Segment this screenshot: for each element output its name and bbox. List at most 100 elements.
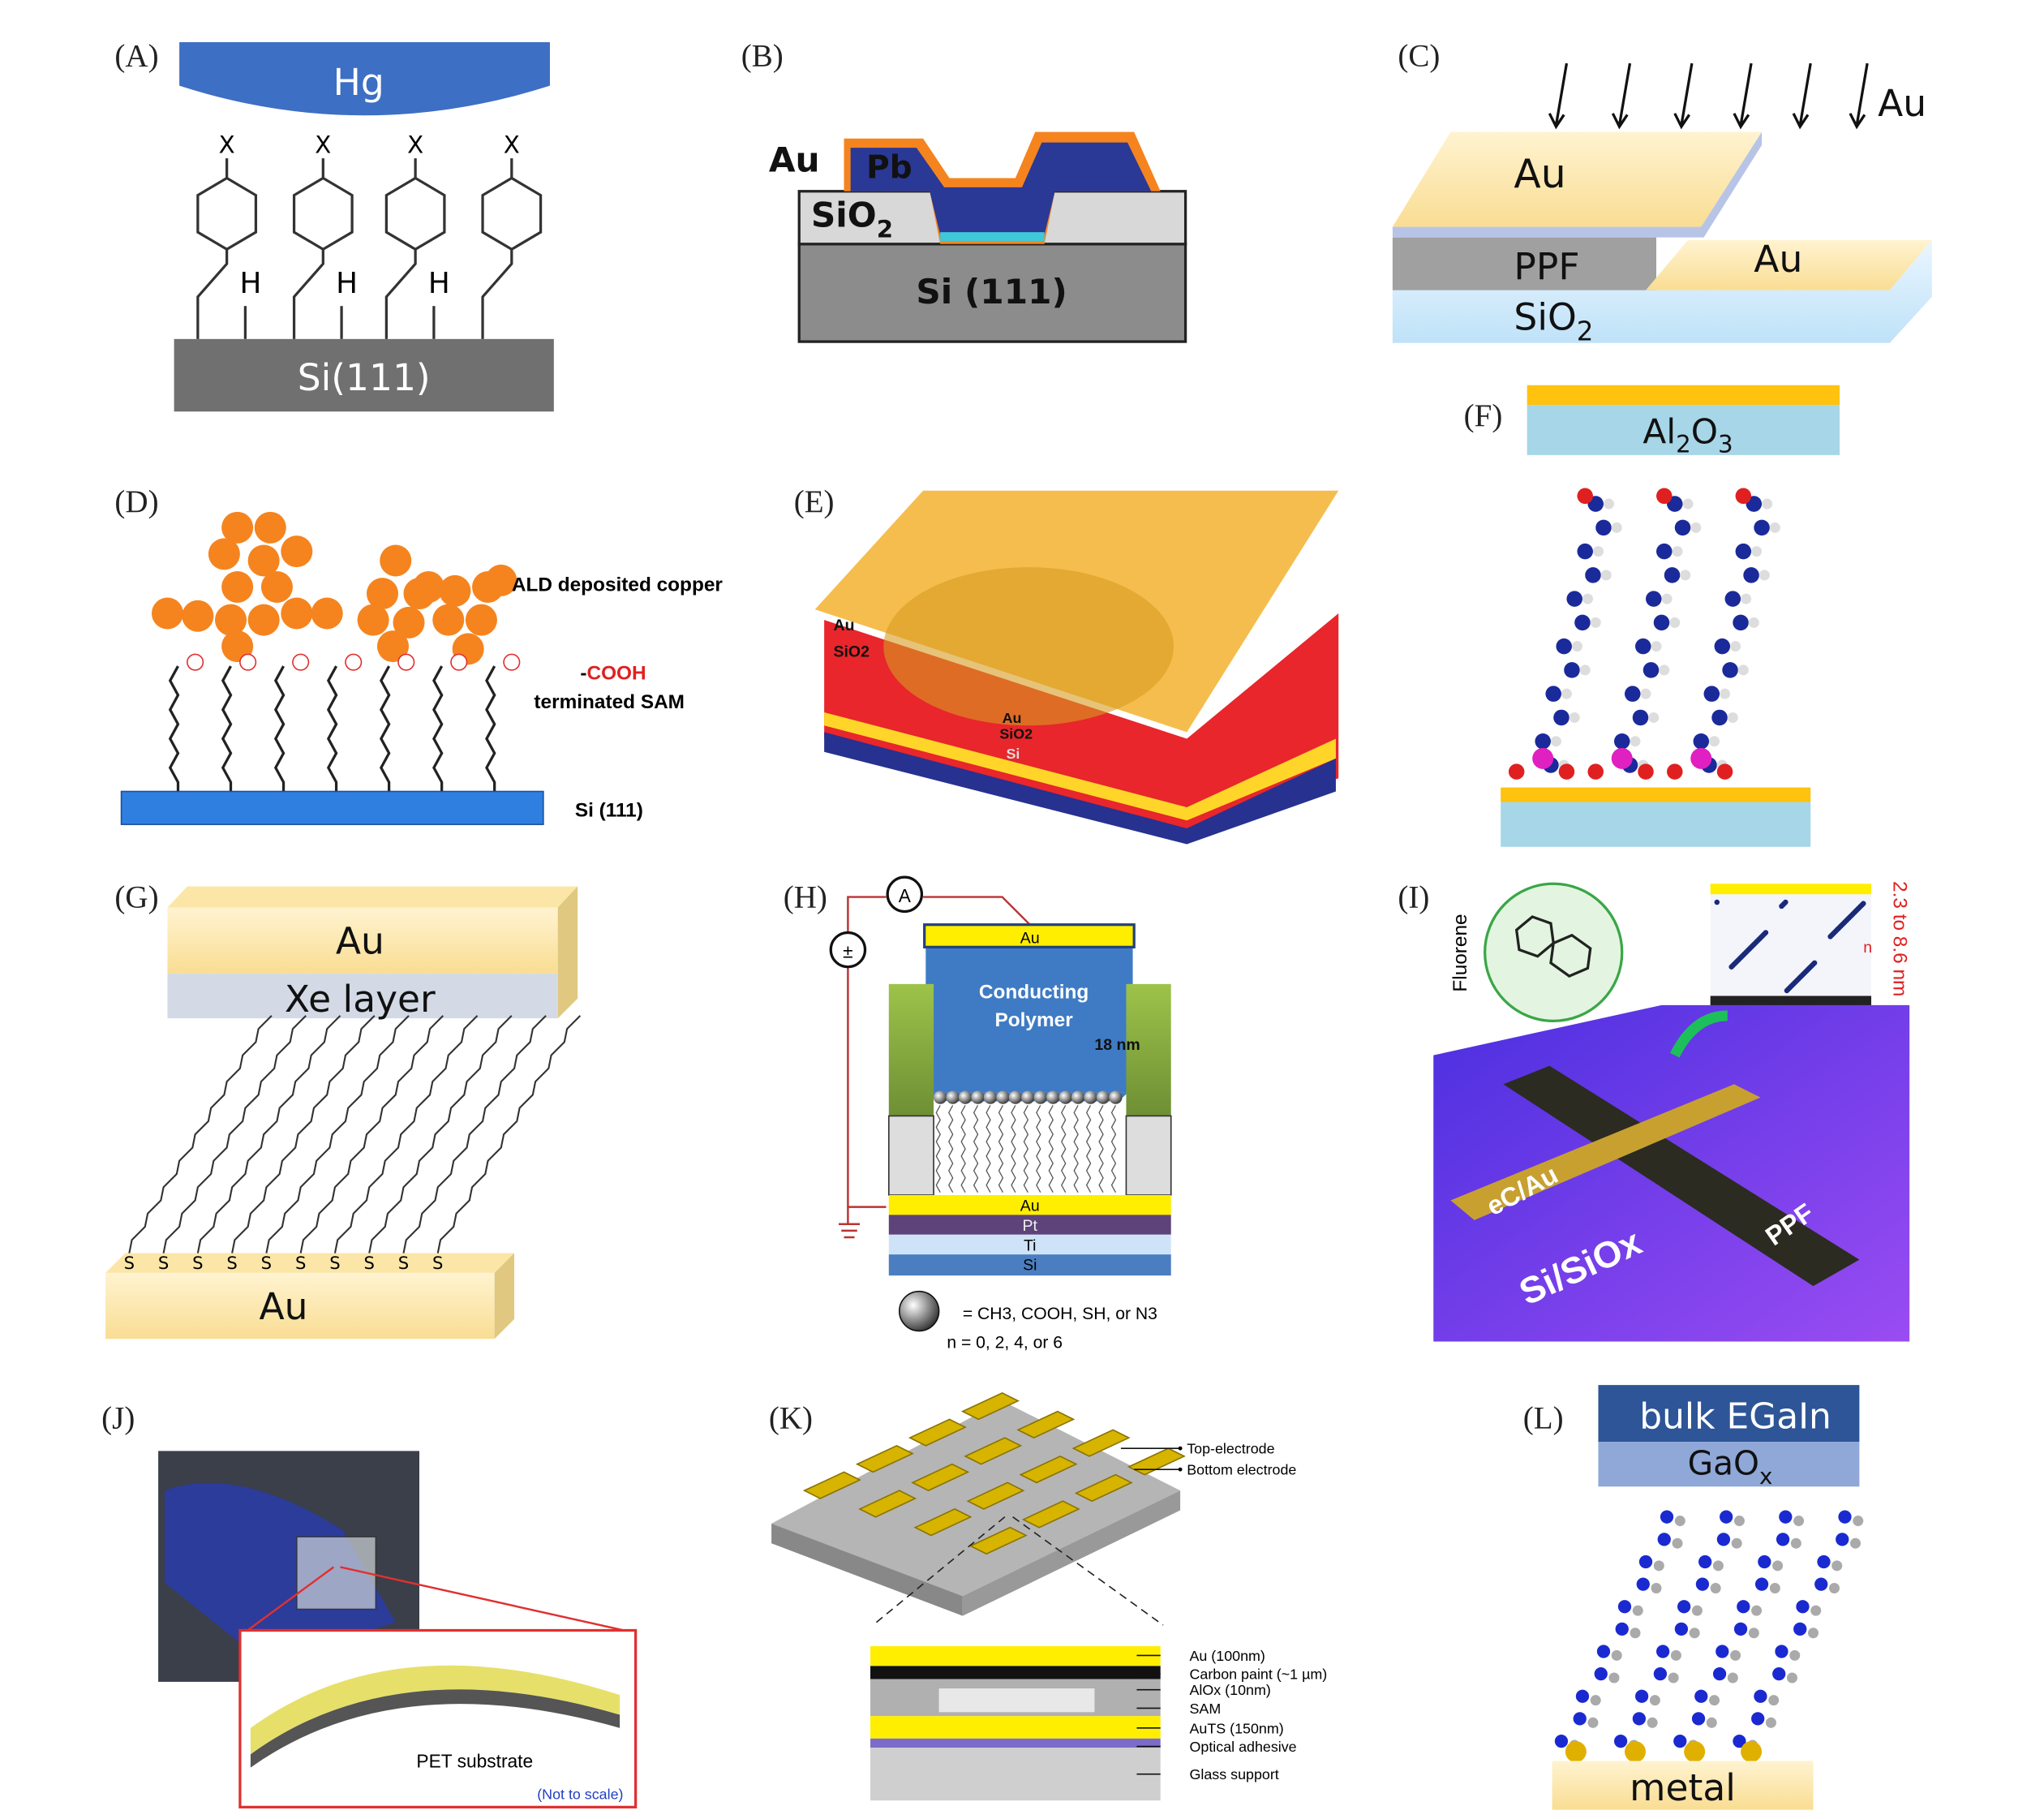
panel-label-e: (E) xyxy=(794,484,835,519)
alkyl-chain xyxy=(935,1105,941,1193)
electrode-pad xyxy=(960,1391,1020,1421)
alkyl-chain xyxy=(1011,1105,1016,1193)
nitrogen-atom xyxy=(1656,1645,1670,1658)
molecule-dot xyxy=(1827,934,1833,940)
hydrogen-atom xyxy=(1706,1717,1717,1728)
nitrogen-atom xyxy=(1691,1712,1706,1726)
au-top-face xyxy=(167,886,578,908)
hydrogen-atom xyxy=(1670,1649,1681,1661)
ti-label: Ti xyxy=(1024,1236,1037,1254)
hydrogen-atom xyxy=(1727,712,1738,723)
phosphonic-acid-molecules xyxy=(1508,488,1780,780)
alkyl-chain xyxy=(1110,1105,1117,1193)
panel-label-b: (B) xyxy=(741,38,784,73)
nitrogen-atom xyxy=(1754,1577,1769,1591)
carbon-atom xyxy=(1577,543,1593,560)
alkyl-chain xyxy=(231,1015,376,1254)
substituent-label: X xyxy=(407,131,423,159)
nitrogen-atom xyxy=(1613,1734,1628,1748)
molecule-dot xyxy=(1784,987,1790,994)
molecule-dot xyxy=(1728,964,1734,970)
conducting-polymer xyxy=(925,947,1133,1093)
deposition-arrows xyxy=(1548,62,1869,130)
hydrogen-atom xyxy=(1741,593,1752,604)
sulfur-label: S xyxy=(158,1253,169,1273)
egain-label: bulk EGaIn xyxy=(1639,1396,1831,1438)
hydrogen-atom xyxy=(1730,1649,1741,1661)
molecular-dots xyxy=(1714,899,1866,994)
nitrogen-atom xyxy=(1660,1510,1674,1524)
hydrogen-atom xyxy=(1569,712,1580,723)
copper-particle xyxy=(247,604,280,636)
copper-label: ALD deposited copper xyxy=(512,574,724,596)
copper-particle xyxy=(380,544,412,577)
hydrogen-atom xyxy=(1630,1628,1641,1639)
k-au-top xyxy=(870,1646,1161,1666)
hydrogen-atom xyxy=(1561,688,1572,699)
bottom-electrode-label: Bottom electrode xyxy=(1187,1462,1296,1478)
layer-label: AuTS (150nm) xyxy=(1189,1720,1283,1736)
leader-dot xyxy=(1178,1467,1183,1472)
terminal-group xyxy=(996,1090,1010,1104)
panel-f: (F) Al2O3 xyxy=(1464,385,1840,847)
substrate-label: Si (111) xyxy=(916,272,1067,312)
sam-label: -COOH xyxy=(580,662,646,684)
alkyl-chain xyxy=(998,1105,1004,1193)
alkyl-chain xyxy=(128,1015,273,1254)
alkyl-chain xyxy=(1085,1105,1092,1193)
terminal-group xyxy=(1071,1090,1085,1104)
zoom-lines xyxy=(872,1516,1164,1626)
layer-label: AlOx (10nm) xyxy=(1189,1682,1270,1698)
carbon-atom xyxy=(1653,614,1670,631)
hydrogen-atom xyxy=(1828,1582,1840,1593)
alkyl-chain xyxy=(948,1105,954,1193)
nitrogen-atom xyxy=(1751,1712,1765,1726)
electrode-pad xyxy=(1019,1455,1078,1484)
copper-particle xyxy=(357,604,389,636)
legend-groups: = CH3, COOH, SH, or N3 xyxy=(963,1305,1157,1323)
hydrogen-atom xyxy=(1769,1582,1780,1593)
copper-particle xyxy=(432,604,465,636)
substituent-label: X xyxy=(315,131,331,159)
bottom-metal xyxy=(1501,787,1811,802)
terminal-group-icon xyxy=(898,1290,940,1332)
carbon-atom xyxy=(1664,567,1681,583)
hydrogen-atom xyxy=(1710,1582,1721,1593)
nitrogen-atom xyxy=(1573,1712,1587,1726)
oxygen-atom xyxy=(1587,763,1604,780)
alkyl-chain xyxy=(380,665,391,792)
au-bottom-side xyxy=(494,1253,515,1340)
sulfur-label: S xyxy=(295,1253,306,1273)
sulfur-label: S xyxy=(432,1253,443,1273)
nitrogen-atom xyxy=(1554,1734,1569,1748)
hydrogen-atom xyxy=(1651,1582,1662,1593)
carbon-atom xyxy=(1585,567,1601,583)
al2o3-layer xyxy=(1527,405,1840,455)
carboxylate xyxy=(503,653,521,671)
ti-layer xyxy=(888,1234,1171,1255)
carbon-atom xyxy=(1632,709,1649,726)
hydrogen-label: H xyxy=(428,267,450,300)
electrode-pad xyxy=(1016,1410,1076,1439)
carboxylate xyxy=(187,653,204,671)
xe-label: Xe layer xyxy=(285,978,436,1021)
hydrogen-atom xyxy=(1672,546,1683,557)
hydrogen-atom xyxy=(1831,1560,1843,1572)
molecular-junction xyxy=(883,567,1174,726)
nitrogen-atom xyxy=(1653,1667,1668,1681)
hydrogen-atom xyxy=(1765,1717,1776,1728)
si-label: Si xyxy=(1023,1257,1037,1275)
source-label: ± xyxy=(843,940,853,961)
alkyl-chain xyxy=(333,1015,479,1254)
nitrogen-atom xyxy=(1594,1667,1608,1681)
nitrogen-atom xyxy=(1772,1667,1786,1681)
terminal-group xyxy=(1008,1090,1022,1104)
arrow-icon xyxy=(1733,62,1753,130)
sam-label-2: terminated SAM xyxy=(534,691,685,713)
alkyl-chain xyxy=(960,1105,966,1193)
oxygen-atom xyxy=(1735,488,1752,505)
hydrogen-atom xyxy=(1659,664,1670,676)
panel-d: (D) ALD deposited copper -COOH terminate… xyxy=(114,484,724,825)
